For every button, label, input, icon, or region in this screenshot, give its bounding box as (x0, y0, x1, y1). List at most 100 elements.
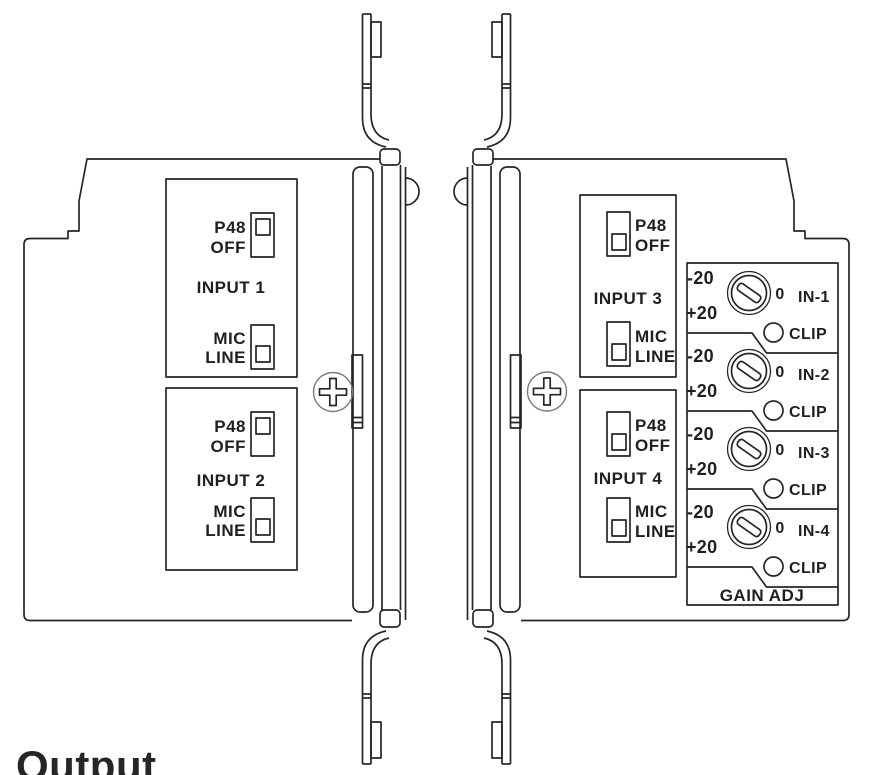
input1-section: P48 OFF INPUT 1 MIC LINE (165, 178, 298, 378)
gain-adj-title: GAIN ADJ (720, 586, 805, 605)
input1-off-label: OFF (211, 238, 247, 257)
input3-phantom-switch (606, 211, 631, 257)
gain1-divider (687, 332, 838, 354)
right-bracket-top-seam (502, 83, 511, 89)
left-latch-rail-notch (352, 416, 363, 424)
input3-line-label: LINE (635, 347, 676, 366)
gain1-clip-led (763, 322, 784, 343)
gain2-max-label: +20 (686, 381, 717, 401)
gain3-trim-knob (726, 426, 772, 472)
right-bracket-top-tab (491, 21, 503, 58)
input3-section: P48 OFF INPUT 3 MIC LINE (579, 194, 677, 378)
input4-phantom-switch (606, 411, 631, 457)
gain2-zero-label: 0 (775, 364, 784, 381)
left-bracket-foot-bottom (379, 609, 401, 628)
gain4-min-label: -20 (687, 502, 714, 522)
input4-line-label: LINE (635, 522, 676, 541)
right-edge-rim (499, 166, 521, 613)
input4-p48-label: P48 (635, 416, 667, 435)
input2-phantom-switch (250, 411, 275, 457)
input3-mic-label: MIC (635, 327, 668, 346)
right-bracket-foot-top (472, 148, 494, 166)
right-bracket-foot-bottom (472, 609, 494, 628)
right-bracket-bottom-seam (502, 693, 511, 699)
input2-title: INPUT 2 (197, 471, 266, 490)
gain1-max-label: +20 (686, 303, 717, 323)
input4-off-label: OFF (635, 436, 671, 455)
left-bracket-bottom-tab (370, 721, 382, 759)
gain4-clip-led (763, 556, 784, 577)
gain1-clip-label: CLIP (789, 326, 827, 343)
gain2-trim-knob (726, 348, 772, 394)
gain-channel-1: -20 +20 0 IN-1 CLIP (686, 268, 838, 354)
input3-p48-label: P48 (635, 216, 667, 235)
gain3-max-label: +20 (686, 459, 717, 479)
gain1-min-label: -20 (687, 268, 714, 288)
gain4-channel-label: IN-4 (798, 523, 830, 540)
input2-mic-label: MIC (213, 502, 246, 521)
gain2-channel-label: IN-2 (798, 367, 830, 384)
gain-channel-3: -20 +20 0 IN-3 CLIP (686, 424, 838, 510)
gain3-channel-label: IN-3 (798, 445, 830, 462)
gain1-trim-knob (726, 270, 772, 316)
left-panel-screw-icon (312, 371, 354, 413)
gain2-clip-led (763, 400, 784, 421)
right-hinge-bump (453, 177, 468, 206)
input1-p48-label: P48 (214, 218, 246, 237)
input3-off-label: OFF (635, 236, 671, 255)
right-bracket-top (483, 13, 512, 148)
gain4-zero-label: 0 (775, 520, 784, 537)
left-hinge-bump (405, 177, 420, 206)
gain3-clip-led (763, 478, 784, 499)
gain2-min-label: -20 (687, 346, 714, 366)
input4-box (579, 389, 677, 578)
input1-phantom-switch (250, 212, 275, 258)
right-bracket-bottom-tab (491, 721, 503, 759)
page-caption-cropped: Output (16, 742, 157, 775)
gain3-zero-label: 0 (775, 442, 784, 459)
input1-mic-line-switch (250, 324, 275, 370)
input2-p48-label: P48 (214, 417, 246, 436)
gain4-max-label: +20 (686, 537, 717, 557)
input4-title: INPUT 4 (594, 469, 663, 488)
right-latch-rail (509, 354, 522, 429)
right-panel-screw-icon (526, 371, 568, 412)
gain-channel-2: -20 +20 0 IN-2 CLIP (686, 346, 838, 432)
input2-section: P48 OFF INPUT 2 MIC LINE (165, 387, 298, 571)
input4-mic-line-switch (606, 497, 631, 543)
input2-off-label: OFF (211, 437, 247, 456)
input3-title: INPUT 3 (594, 289, 663, 308)
input2-line-label: LINE (205, 521, 246, 540)
gain3-divider (687, 488, 838, 510)
right-panel: P48 OFF INPUT 3 MIC LINE P48 OFF INPUT 4… (453, 13, 850, 765)
gain1-channel-label: IN-1 (798, 289, 830, 306)
input3-mic-line-switch (606, 321, 631, 367)
left-panel-outline (23, 158, 380, 622)
input1-mic-label: MIC (213, 329, 246, 348)
input3-box (579, 194, 677, 378)
input4-mic-label: MIC (635, 502, 668, 521)
gain4-trim-knob (726, 504, 772, 550)
left-bracket-top-seam (362, 83, 371, 89)
input1-title: INPUT 1 (197, 278, 266, 297)
gain-channel-4: -20 +20 0 IN-4 CLIP (686, 502, 838, 588)
gain3-min-label: -20 (687, 424, 714, 444)
input1-line-label: LINE (205, 348, 246, 367)
gain1-zero-label: 0 (775, 286, 784, 303)
gain4-clip-label: CLIP (789, 560, 827, 577)
gain-adj-section: -20 +20 0 IN-1 CLIP -20 +20 (686, 262, 839, 606)
gain2-divider (687, 410, 838, 432)
gain4-divider (687, 566, 838, 588)
left-bracket-bottom-seam (362, 693, 371, 699)
left-bracket-top (361, 13, 390, 148)
right-latch-rail-notch (510, 416, 521, 424)
input4-section: P48 OFF INPUT 4 MIC LINE (579, 389, 677, 578)
input2-box (165, 387, 298, 571)
left-bracket-bottom (361, 630, 390, 765)
right-panel-outline (493, 158, 850, 622)
gain-adj-box (686, 262, 839, 606)
left-bracket-top-tab (370, 21, 382, 58)
gain2-clip-label: CLIP (789, 404, 827, 421)
